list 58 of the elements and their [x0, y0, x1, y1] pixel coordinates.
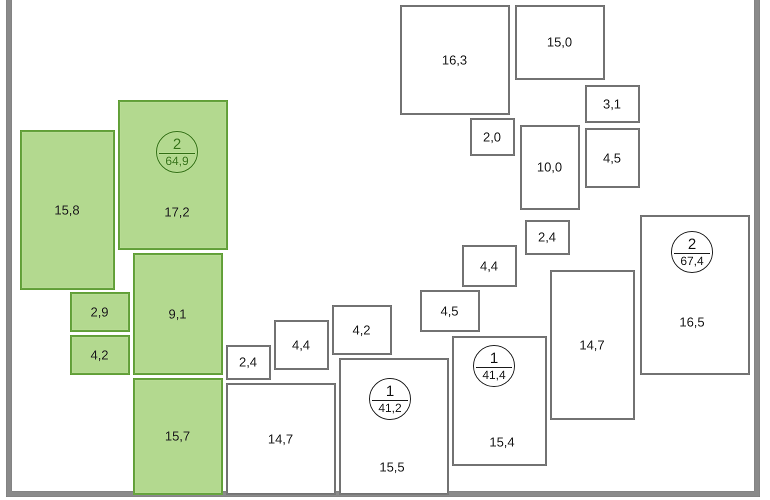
room	[332, 305, 392, 355]
room-area: 3,1	[602, 96, 622, 111]
room	[20, 130, 115, 290]
room-area: 2,4	[238, 354, 258, 370]
room-area: 2,9	[90, 304, 109, 319]
room	[70, 335, 130, 375]
room-area: 2,4	[538, 230, 556, 244]
room	[70, 292, 130, 332]
room-area: 16,5	[679, 314, 705, 330]
apartment-badge	[671, 231, 713, 273]
room	[470, 118, 515, 156]
apartment-area: 41,2	[378, 400, 402, 414]
room	[118, 100, 228, 250]
room	[640, 215, 750, 375]
room	[585, 85, 640, 123]
room-area: 14,7	[579, 337, 605, 352]
room	[550, 270, 635, 420]
room-area: 15,0	[546, 34, 572, 50]
room	[274, 320, 329, 370]
room-area: 4,4	[480, 258, 498, 273]
room-area: 15,7	[164, 428, 190, 444]
room	[339, 358, 449, 495]
room	[585, 128, 640, 188]
room-area: 15,5	[379, 460, 405, 474]
room-count: 1	[386, 384, 394, 400]
room-area: 10,0	[536, 160, 562, 174]
apartment-area: 64,9	[165, 154, 189, 168]
room-area: 4,2	[352, 322, 371, 337]
room	[520, 125, 580, 210]
room	[226, 345, 271, 380]
room-area: 4,4	[292, 337, 310, 352]
room-area: 14,7	[268, 431, 294, 446]
room	[420, 290, 480, 332]
room	[400, 5, 510, 115]
room	[515, 5, 605, 80]
apartment-badge	[156, 131, 198, 173]
room-count: 1	[490, 350, 498, 366]
room-area: 17,2	[164, 204, 190, 220]
apartment-area: 67,4	[680, 254, 704, 268]
apartment-badge	[369, 378, 411, 420]
apartment-area: 41,4	[482, 368, 506, 382]
apartment-badge	[473, 345, 515, 387]
room-area: 4,2	[90, 347, 109, 362]
room	[525, 220, 570, 255]
room	[226, 383, 336, 495]
room	[133, 378, 223, 495]
room-count: 2	[688, 236, 696, 252]
room-area: 15,4	[489, 434, 515, 450]
room-area: 9,1	[168, 306, 187, 321]
room-area: 2,0	[482, 129, 502, 144]
room-area: 16,3	[442, 52, 468, 67]
room	[133, 253, 223, 375]
room	[462, 245, 517, 287]
room-area: 4,5	[602, 150, 622, 165]
room	[452, 336, 547, 466]
room-area: 4,5	[440, 303, 459, 318]
room-count: 2	[172, 136, 182, 152]
room-area: 15,8	[54, 202, 80, 217]
